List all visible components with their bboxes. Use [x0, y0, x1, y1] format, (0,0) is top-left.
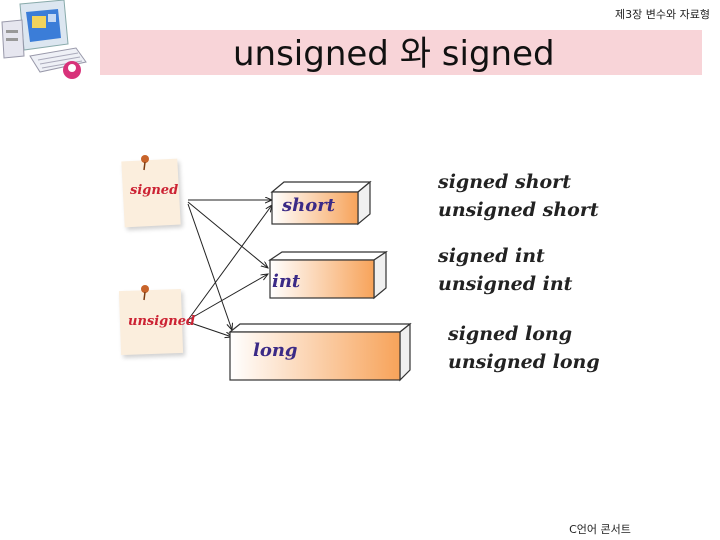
pushpin-icon [141, 285, 149, 301]
type-list-long: signed long unsigned long [448, 320, 600, 376]
line-unsigned-long [187, 321, 232, 337]
page-title: unsigned 와 signed [233, 34, 555, 74]
type-signed-long: signed long [448, 323, 572, 345]
type-signed-short: signed short [438, 171, 571, 193]
type-unsigned-int: unsigned int [438, 273, 573, 295]
type-signed-int: signed int [438, 245, 545, 267]
box-int-label: int [272, 271, 301, 292]
box-short-label: short [282, 195, 336, 216]
type-unsigned-long: unsigned long [448, 351, 600, 373]
chapter-label: 제3장 변수와 자료형 [615, 8, 710, 21]
box-int [268, 250, 388, 300]
type-list-int: signed int unsigned int [438, 242, 572, 298]
type-list-short: signed short unsigned short [438, 168, 599, 224]
line-unsigned-short [187, 205, 272, 321]
computer-illustration-icon [1, 0, 87, 79]
note-signed-label: signed [130, 183, 179, 198]
box-short [270, 180, 372, 226]
note-unsigned-label: unsigned [128, 314, 196, 329]
line-signed-int [187, 201, 268, 268]
type-unsigned-short: unsigned short [438, 199, 599, 221]
title-band [100, 30, 702, 75]
footer-label: C언어 콘서트 [569, 523, 631, 536]
box-long-label: long [253, 340, 298, 361]
box-long [228, 322, 412, 382]
line-unsigned-int [187, 274, 268, 321]
pushpin-icon [141, 155, 149, 171]
line-signed-long [187, 203, 232, 330]
